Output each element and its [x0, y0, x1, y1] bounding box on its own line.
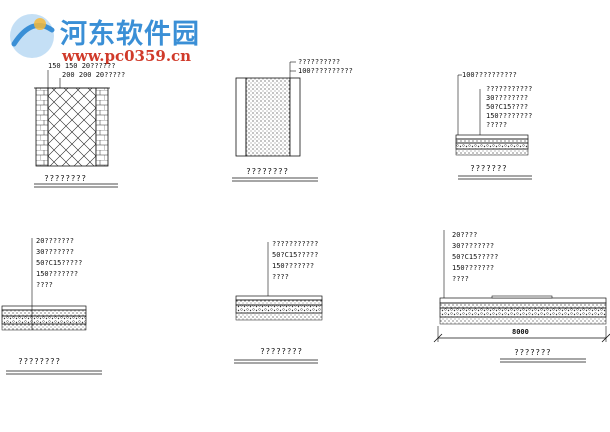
- detail-5-label-4: ????: [272, 273, 289, 281]
- detail-3-label-6: ?????: [486, 121, 508, 129]
- detail-5-label-2: 50?C15?????: [272, 251, 319, 259]
- detail-4-label-1: 20???????: [36, 237, 74, 245]
- detail-4-label-2: 30???????: [36, 248, 74, 256]
- detail-6-label-3: 50?C15?????: [452, 253, 499, 261]
- watermark-site-name: 河东软件园: [60, 19, 200, 50]
- detail-5-pavement-section: [234, 242, 323, 364]
- detail-5-label-3: 150???????: [272, 262, 315, 270]
- detail-1-wall-section: [34, 70, 118, 188]
- detail-3-label-2: ???????????: [486, 85, 533, 93]
- site-logo-icon: [10, 14, 55, 58]
- detail-6-label-2: 30????????: [452, 242, 495, 250]
- detail-6-caption: ???????: [514, 348, 552, 357]
- detail-1-caption: ????????: [44, 174, 87, 183]
- detail-3-caption: ???????: [470, 164, 508, 173]
- detail-6-label-5: ????: [452, 275, 469, 283]
- detail-5-label-1: ???????????: [272, 240, 319, 248]
- detail-4-caption: ????????: [18, 357, 61, 366]
- detail-3-slab-section: [455, 74, 532, 180]
- detail-6-label-4: 150???????: [452, 264, 495, 272]
- detail-5-caption: ????????: [260, 347, 303, 356]
- detail-3-label-4: 50?C15????: [486, 103, 529, 111]
- detail-4-pavement-section: [1, 238, 102, 375]
- detail-6-label-1: 20????: [452, 231, 478, 239]
- detail-4-label-3: 50?C15?????: [36, 259, 83, 267]
- detail-3-label-3: 30????????: [486, 94, 529, 102]
- detail-2-label-1: ??????????: [298, 58, 341, 66]
- detail-2-caption: ????????: [246, 167, 289, 176]
- detail-1-label-1: 150 150 20??????: [48, 62, 116, 70]
- detail-6-pavement-section: [433, 230, 610, 363]
- detail-3-label-5: 150????????: [486, 112, 533, 120]
- detail-4-label-5: ????: [36, 281, 53, 289]
- detail-2-column-section: [232, 61, 318, 182]
- detail-2-label-2: 100??????????: [298, 67, 353, 75]
- detail-4-label-4: 150???????: [36, 270, 79, 278]
- detail-3-label-1: 100??????????: [462, 71, 517, 79]
- detail-1-label-2: 200 200 20?????: [62, 71, 126, 79]
- detail-6-dimension: 8000: [512, 328, 529, 336]
- watermark-url: www.pc0359.cn: [62, 47, 192, 65]
